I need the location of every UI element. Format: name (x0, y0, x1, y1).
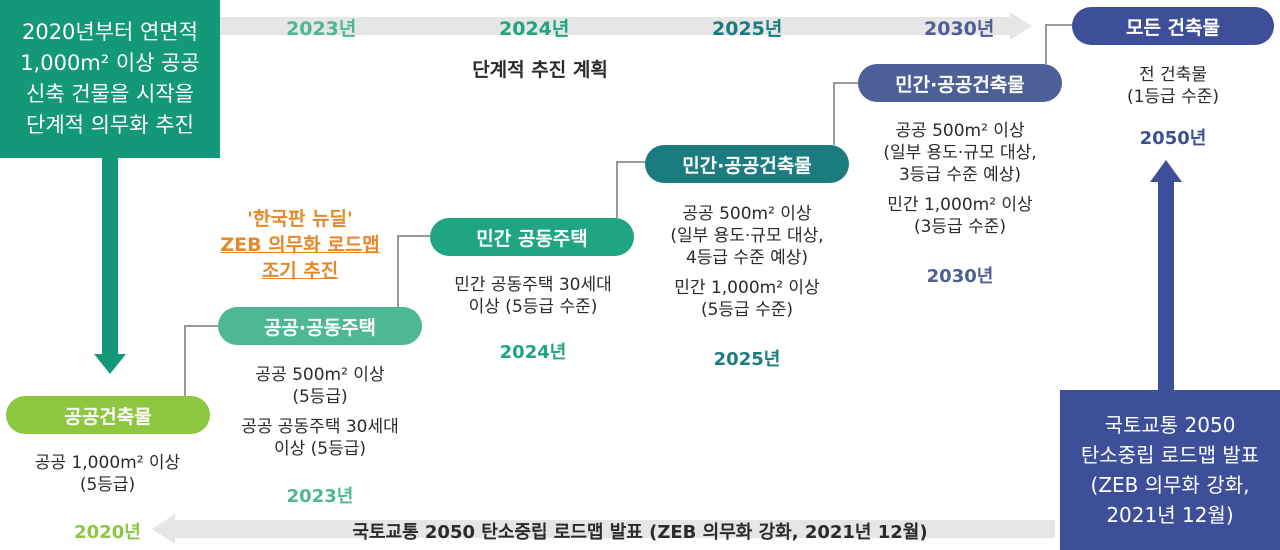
bottom-timeline-arrowhead (152, 514, 175, 544)
announce-line-2: 탄소중립 로드맵 발표 (1080, 443, 1260, 467)
intro-line-3: 신축 건물을 시작을 (26, 82, 194, 106)
down-arrow-shaft (102, 158, 118, 358)
stage-desc-line: 공공 500m² 이상 (682, 204, 812, 224)
down-arrow-head (94, 354, 126, 374)
stage-desc-line: 4등급 수준 예상) (685, 248, 809, 268)
step-line-3 (616, 161, 645, 218)
stage-desc-line: 민간 1,000m² 이상 (674, 278, 820, 298)
top-timeline-caption: 단계적 추진 계획 (472, 59, 608, 81)
up-arrow-head (1150, 160, 1182, 182)
stage-pill-2050: 모든 건축물 (1072, 7, 1274, 45)
bottom-timeline-caption: 국토교통 2050 탄소중립 로드맵 발표 (ZEB 의무화 강화, 2021년… (352, 522, 928, 543)
step-line-4 (833, 82, 858, 145)
stage-desc-line: 3등급 수준 예상) (898, 165, 1022, 185)
stage-desc-2024: 민간 공동주택 30세대 이상 (5등급 수준) (422, 274, 644, 318)
top-timeline-arrowhead (1010, 12, 1032, 40)
stage-pill-2025: 민간·공공건축물 (645, 145, 849, 183)
stage-desc-line: (일부 용도·규모 대상, (883, 143, 1037, 163)
stage-desc-line: 민간 공동주택 30세대 (454, 275, 612, 295)
top-timeline-bar (210, 17, 1010, 35)
stage-desc-line: 이상 (5등급) (273, 439, 367, 459)
stage-desc-line: (5등급) (292, 387, 348, 407)
announce-line-1: 국토교통 2050 (1104, 413, 1236, 437)
newdeal-line-1: '한국판 뉴딜' (247, 208, 353, 230)
stage-desc-line: 민간 1,000m² 이상 (887, 195, 1033, 215)
stage-year-2023: 2023년 (286, 486, 354, 507)
announce-box: 국토교통 2050 탄소중립 로드맵 발표 (ZEB 의무화 강화, 2021년… (1060, 390, 1280, 550)
top-year-2025: 2025년 (712, 18, 783, 40)
step-line-5 (1045, 24, 1072, 64)
intro-line-1: 2020년부터 연면적 (21, 20, 199, 44)
stage-desc-line: 이상 (5등급 수준) (468, 297, 598, 317)
intro-line-2: 1,000m² 이상 공공 (20, 51, 200, 75)
intro-line-4: 단계적 의무화 추진 (26, 113, 194, 137)
top-year-2030: 2030년 (924, 18, 995, 40)
stage-pill-2030: 민간·공공건축물 (858, 64, 1062, 102)
newdeal-line-3: 조기 추진 (261, 260, 339, 282)
bottom-timeline-bar (175, 520, 1055, 538)
stage-desc-line: (5등급 수준) (700, 300, 794, 320)
stage-year-2030: 2030년 (926, 266, 994, 287)
stage-year-2050: 2050년 (1139, 128, 1207, 149)
stage-pill-2023: 공공·공동주택 (218, 307, 422, 345)
stage-desc-2023: 공공 500m² 이상 (5등급) 공공 공동주택 30세대 이상 (5등급) (210, 364, 430, 460)
top-year-2023: 2023년 (286, 18, 357, 40)
up-arrow-shaft (1158, 178, 1174, 390)
stage-pill-2024: 민간 공동주택 (430, 218, 634, 256)
stage-desc-line: 공공 1,000m² 이상 (34, 453, 181, 473)
stage-desc-2050: 전 건축물 (1등급 수준) (1072, 64, 1274, 108)
stage-desc-line: (1등급 수준) (1126, 87, 1220, 107)
newdeal-line-2: ZEB 의무화 로드맵 (220, 234, 380, 256)
stage-desc-line: (일부 용도·규모 대상, (670, 226, 824, 246)
step-line-2 (397, 235, 430, 307)
stage-desc-line: 공공 500m² 이상 (895, 121, 1025, 141)
top-year-2024: 2024년 (499, 18, 570, 40)
stage-desc-line: 공공 500m² 이상 (255, 365, 385, 385)
stage-desc-2030: 공공 500m² 이상 (일부 용도·규모 대상, 3등급 수준 예상) 민간 … (848, 120, 1072, 238)
stage-desc-2020: 공공 1,000m² 이상 (5등급) (0, 452, 215, 496)
stage-year-2025: 2025년 (713, 349, 781, 370)
stage-year-2024: 2024년 (499, 342, 567, 363)
stage-desc-line: (5등급) (79, 475, 136, 495)
stage-desc-line: (3등급 수준) (913, 217, 1007, 237)
stage-pill-2020: 공공건축물 (6, 396, 210, 434)
announce-line-3: (ZEB 의무화 강화, (1090, 473, 1250, 497)
intro-box: 2020년부터 연면적 1,000m² 이상 공공 신축 건물을 시작을 단계적… (0, 0, 220, 158)
announce-line-4: 2021년 12월) (1106, 503, 1234, 527)
stage-desc-line: 전 건축물 (1139, 65, 1207, 85)
newdeal-note: '한국판 뉴딜' ZEB 의무화 로드맵 조기 추진 (200, 206, 400, 284)
stage-desc-2025: 공공 500m² 이상 (일부 용도·규모 대상, 4등급 수준 예상) 민간 … (636, 203, 858, 321)
step-line-1 (184, 325, 218, 400)
stage-year-2020: 2020년 (74, 522, 141, 543)
stage-desc-line: 공공 공동주택 30세대 (241, 417, 399, 437)
